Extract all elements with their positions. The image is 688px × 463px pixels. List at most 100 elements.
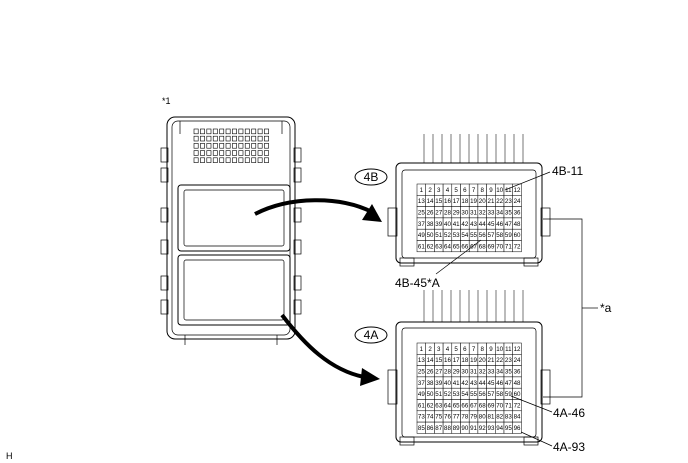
connector-4a-pin-number: 71 (505, 402, 512, 409)
connector-4a-pin-number: 78 (461, 414, 468, 421)
connector-4a-pin-number: 90 (461, 425, 468, 432)
connector-4a-pin-number: 8 (481, 346, 485, 353)
ecu-header-overview: *1 (160, 96, 302, 345)
ecu-mini-pin (257, 157, 263, 163)
ecu-mini-pin (251, 157, 257, 163)
connector-4b-pin-number: 3 (437, 187, 441, 194)
connector-4b-pin-number: 46 (496, 221, 503, 228)
connector-4a-pin-number: 43 (470, 380, 477, 387)
ecu-mini-pin (219, 135, 225, 142)
connector-4b-pin-number: 9 (489, 187, 493, 194)
ecu-mini-pin (257, 135, 263, 142)
connector-4b-pin-number: 38 (427, 221, 434, 228)
view-marker-label: *1 (162, 96, 171, 106)
ecu-mini-pin (264, 135, 269, 142)
ecu-mini-pin-grid (193, 128, 269, 163)
connector-4a-pin-number: 72 (514, 402, 521, 409)
ecu-mini-pin (257, 128, 263, 135)
ecu-mini-pin (251, 150, 257, 156)
connector-4a-pin-number: 89 (453, 425, 460, 432)
arrow-to-4a (280, 313, 380, 386)
note-a-bracket: *a (543, 218, 612, 398)
ecu-mini-pin (200, 143, 205, 149)
connector-4a-pin-number: 76 (444, 414, 451, 421)
connector-4b-pin-number: 47 (505, 221, 512, 228)
ecu-mini-pin (264, 150, 269, 156)
connector-4a-pin-number: 22 (496, 357, 503, 364)
connector-4b-pin-number: 41 (453, 221, 460, 228)
ecu-mini-pin (238, 135, 244, 142)
connector-4a-pin-number: 68 (479, 402, 486, 409)
connector-4b-pin-number: 57 (488, 232, 495, 239)
connector-4b-pin-number: 14 (427, 198, 434, 205)
connector-4b-pin-number: 1 (420, 187, 424, 194)
ecu-mini-pin (206, 150, 212, 156)
connector-4a-pin-number: 23 (505, 357, 512, 364)
connector-4a-pin-number: 54 (461, 391, 468, 398)
callout-4a-46: 4A-46 (553, 406, 585, 420)
connector-4a-pin-number: 11 (505, 346, 512, 353)
connector-4a-pin-number: 80 (479, 414, 486, 421)
connector-4a-pin-number: 77 (453, 414, 460, 421)
arrow-to-4b (254, 198, 382, 222)
connector-4b-pin-number: 18 (461, 198, 468, 205)
connector-4b-pin-number: 12 (514, 187, 521, 194)
connector-4b-pin-number: 40 (444, 221, 451, 228)
connector-4b-pin-number: 43 (470, 221, 477, 228)
ecu-mini-pin (219, 150, 225, 156)
ecu-mini-pin (219, 157, 225, 163)
connector-4a-pin-number: 18 (461, 357, 468, 364)
ecu-mini-pin (264, 128, 269, 135)
ecu-mini-pin (244, 157, 250, 163)
ecu-mini-pin (232, 128, 237, 135)
ecu-mini-pin (257, 150, 263, 156)
ecu-mini-pin (200, 135, 205, 142)
connector-4a-pin-number: 67 (470, 402, 477, 409)
connector-4a-pin-number: 44 (479, 380, 486, 387)
connector-4a-pin-number: 73 (418, 414, 425, 421)
ecu-mini-pin (264, 157, 269, 163)
ecu-mini-pin (251, 135, 257, 142)
connector-4a-pin-number: 93 (488, 425, 495, 432)
connector-4a-pin-number: 64 (444, 402, 451, 409)
connector-4a-pin-number: 15 (435, 357, 442, 364)
connector-4b-pin-number: 39 (435, 221, 442, 228)
callout-4b-11: 4B-11 (552, 164, 583, 178)
connector-4a-pin-number: 59 (505, 391, 512, 398)
connector-4a-pin-number: 83 (505, 414, 512, 421)
connector-4b-pin-number: 49 (418, 232, 425, 239)
connector-4b-pin-number: 21 (488, 198, 495, 205)
connector-4b-pin-number: 4 (446, 187, 450, 194)
connector-4a-pin-number: 84 (514, 414, 521, 421)
connector-4a-pin-number: 70 (496, 402, 503, 409)
connector-4b-pin-number: 61 (418, 243, 425, 250)
connector-4a-pin-number: 3 (437, 346, 441, 353)
connector-4b-pin-number: 16 (444, 198, 451, 205)
connector-4a-pin-number: 46 (496, 380, 503, 387)
ecu-mini-pin (232, 157, 237, 163)
connector-4b-pin-number: 37 (418, 221, 425, 228)
connector-4b-pin-number: 72 (514, 243, 521, 250)
connector-4a-pin-number: 31 (470, 368, 477, 375)
connector-4b-pin-cell (512, 240, 522, 253)
connector-4a-pin-number: 40 (444, 380, 451, 387)
connector-4b-pin-number: 5 (454, 187, 458, 194)
connector-4b-pin-number: 70 (496, 243, 503, 250)
connector-4b-pin-number: 13 (418, 198, 425, 205)
connector-4a-pin-number: 28 (444, 368, 451, 375)
connector-4b-pin-number: 56 (479, 232, 486, 239)
connector-4a-pin-number: 75 (435, 414, 442, 421)
connector-4a-pin-number: 92 (479, 425, 486, 432)
connector-4a-pin-cell (512, 421, 522, 434)
ecu-mini-pin (232, 143, 237, 149)
ecu-mini-pin (200, 150, 205, 156)
connector-4b-pin-number: 58 (496, 232, 503, 239)
connector-4b-pin-number: 44 (479, 221, 486, 228)
ecu-mini-pin (212, 157, 218, 163)
ecu-mini-pin (212, 150, 218, 156)
connector-4a-pin-number: 35 (505, 368, 512, 375)
connector-4b-pin-number: 42 (461, 221, 468, 228)
